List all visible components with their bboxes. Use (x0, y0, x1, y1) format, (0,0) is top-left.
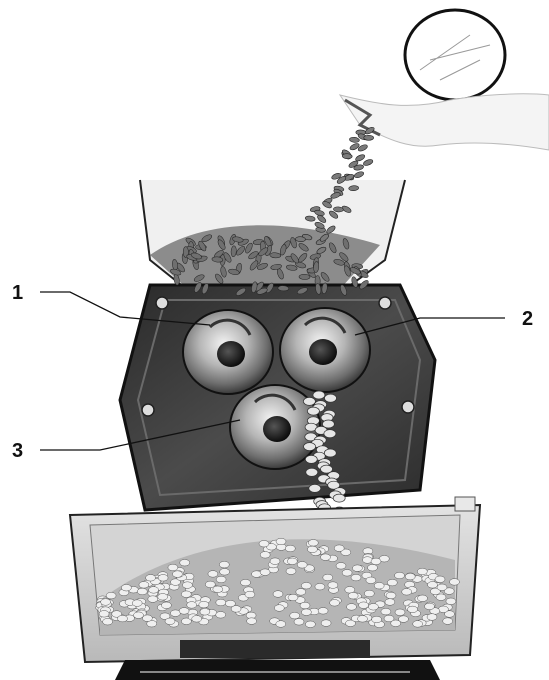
moon-illustration (405, 10, 505, 100)
roller-2 (280, 308, 370, 392)
callout-label-3: 3 (12, 440, 23, 462)
pouring-hand-illustration (340, 94, 549, 150)
callout-label-1: 1 (12, 282, 23, 304)
callout-label-2: 2 (522, 308, 533, 330)
roller-1 (183, 310, 273, 394)
